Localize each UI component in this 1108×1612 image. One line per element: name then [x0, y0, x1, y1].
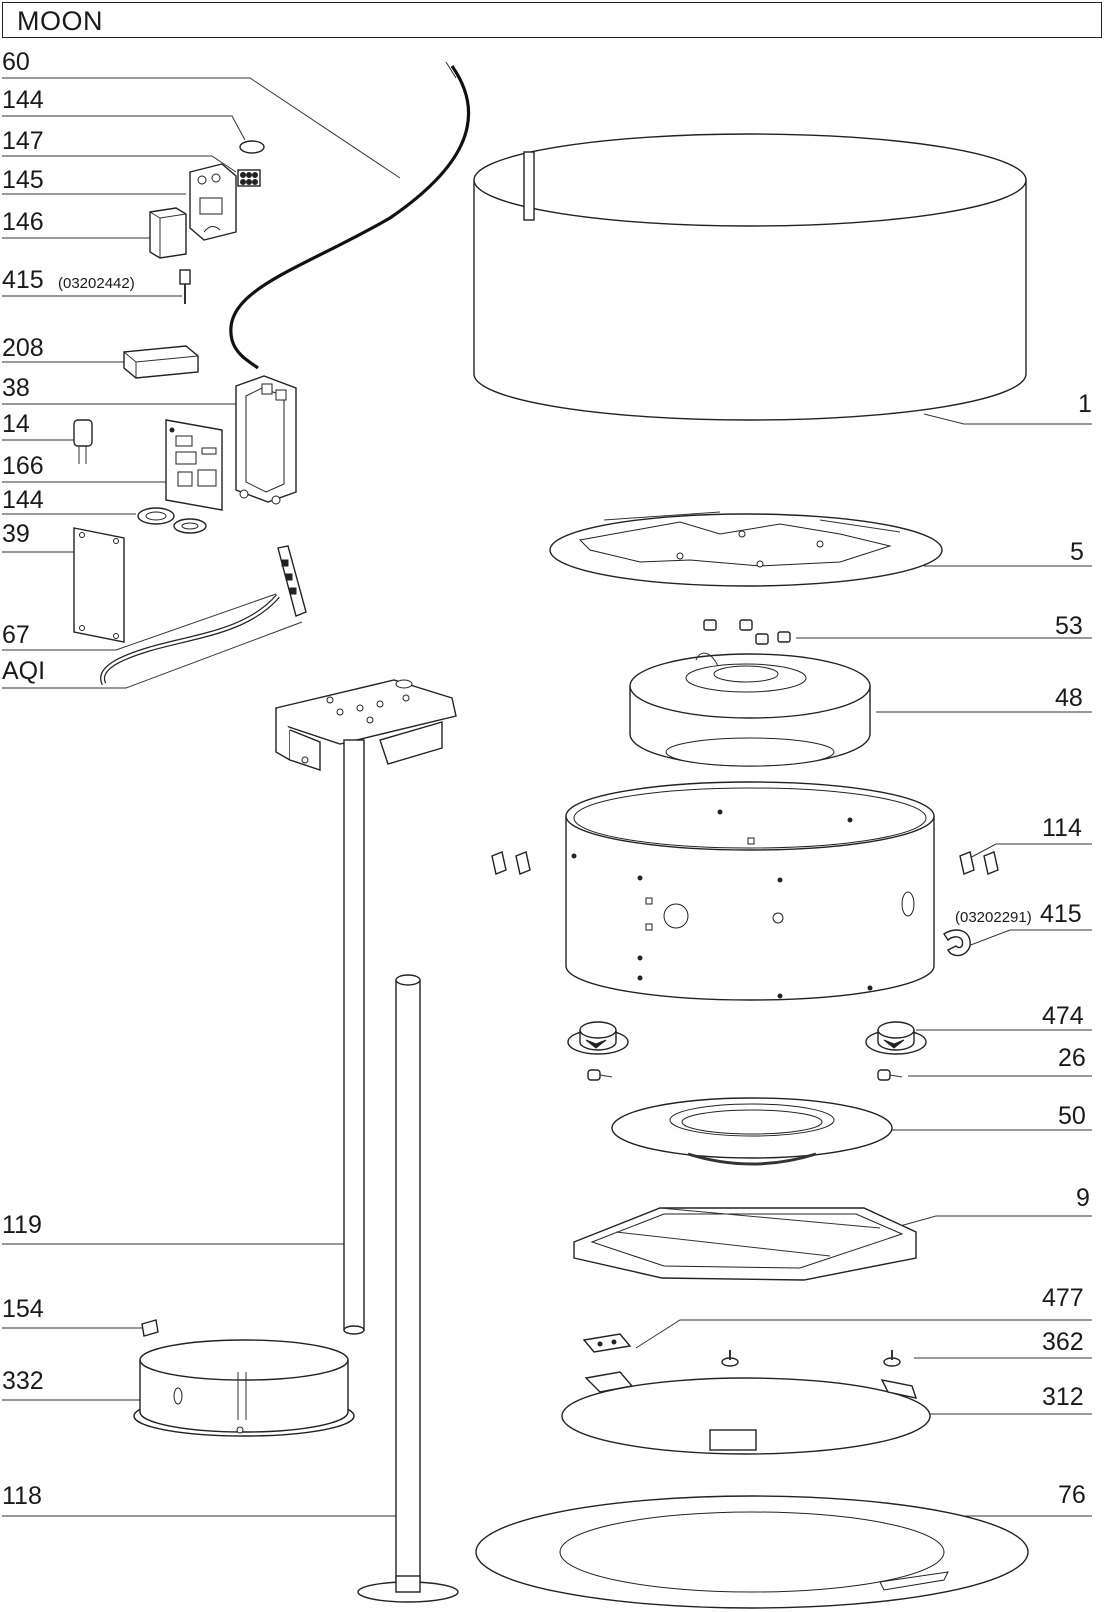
label-50: 50 [1058, 1102, 1086, 1130]
part-1-shell [473, 133, 1027, 421]
part-415-clip-right [943, 929, 971, 957]
label-415-left-code: (03202442) [58, 275, 135, 292]
leader-147 [2, 155, 237, 173]
part-154-clip [141, 1319, 159, 1337]
label-60: 60 [2, 48, 30, 76]
label-144-top: 144 [2, 86, 44, 114]
part-48-motor [629, 652, 871, 767]
part-144-gasket-b-inner [181, 522, 199, 530]
part-aqi-sensor [277, 545, 307, 617]
leader-aqi [2, 621, 303, 689]
label-53: 53 [1055, 612, 1083, 640]
label-208: 208 [2, 334, 44, 362]
part-114-clips-right [959, 851, 999, 875]
right-labels: 1 5 53 48 114 (03202291) 415 474 26 50 9… [635, 390, 1092, 1517]
part-474-lamp-left [567, 1021, 629, 1055]
part-26-bulb-right [877, 1069, 903, 1081]
part-415-connector-left [179, 269, 191, 304]
label-477: 477 [1042, 1284, 1084, 1312]
part-144-gasket-top [239, 140, 265, 154]
leader-114 [965, 843, 1092, 861]
part-474-lamp-right [865, 1021, 927, 1055]
part-5-ring [549, 511, 943, 587]
leader-1 [923, 413, 1092, 425]
label-1: 1 [1078, 390, 1092, 418]
label-145: 145 [2, 166, 44, 194]
part-39-panel [73, 527, 125, 643]
leader-144-top [2, 115, 246, 141]
part-60-cable-tip-top [445, 61, 457, 79]
label-aqi: AQI [2, 657, 45, 685]
label-39: 39 [2, 520, 30, 548]
label-144-bottom: 144 [2, 486, 44, 514]
leader-415-right [967, 929, 1092, 947]
part-76-trim [475, 1495, 1029, 1609]
part-362-knob-right [883, 1350, 901, 1367]
label-26: 26 [1058, 1044, 1086, 1072]
label-332: 332 [2, 1367, 44, 1395]
label-5: 5 [1070, 538, 1084, 566]
part-119-pole [343, 739, 365, 1335]
leader-477 [635, 1319, 1092, 1349]
part-362-knob-left [721, 1350, 739, 1367]
label-118: 118 [2, 1482, 42, 1510]
label-38: 38 [2, 374, 30, 402]
label-76: 76 [1058, 1481, 1086, 1509]
label-146: 146 [2, 208, 44, 236]
part-50-blower [611, 1097, 893, 1166]
part-147-terminal [237, 169, 261, 187]
label-14: 14 [2, 410, 30, 438]
label-147: 147 [2, 127, 44, 155]
title-box: MOON [2, 2, 1102, 38]
label-166: 166 [2, 452, 44, 480]
part-477-hinge [582, 1333, 632, 1353]
part-26-bulb-left [587, 1069, 613, 1081]
part-166-pcb [165, 419, 223, 511]
leader-60 [2, 77, 401, 179]
label-474: 474 [1042, 1002, 1084, 1030]
leader-9 [899, 1215, 1092, 1227]
label-119: 119 [2, 1211, 42, 1239]
part-main-housing [565, 781, 935, 1001]
part-145-bracket [189, 163, 237, 241]
part-67-cable-inner [101, 595, 279, 685]
part-208-bar [123, 345, 199, 379]
part-114-clips-left [491, 851, 531, 875]
label-48: 48 [1055, 684, 1083, 712]
part-312-panel [561, 1371, 931, 1455]
part-146-box [149, 207, 187, 259]
part-14-capacitor [73, 419, 93, 464]
part-332-collar [133, 1339, 355, 1437]
part-53-dampers [703, 619, 791, 645]
label-415-left: 415 [2, 266, 44, 294]
part-118-pole [357, 974, 459, 1603]
part-60-cable [229, 65, 471, 370]
label-114: 114 [1042, 814, 1082, 842]
label-312: 312 [1042, 1383, 1084, 1411]
label-362: 362 [1042, 1328, 1084, 1356]
part-144-gasket-a-inner [145, 511, 167, 521]
part-mounting-plate [275, 679, 457, 771]
label-154: 154 [2, 1295, 44, 1323]
diagram-title: MOON [17, 6, 103, 36]
part-38-housing [235, 375, 297, 505]
label-9: 9 [1076, 1184, 1090, 1212]
label-415-right-code: (03202291) [955, 909, 1032, 926]
label-415-right: 415 [1040, 900, 1082, 928]
label-67: 67 [2, 621, 30, 649]
part-9-filter [573, 1207, 917, 1281]
leader-67 [2, 593, 277, 651]
left-labels: 60 144 147 145 146 415 (03202442) 208 38… [2, 48, 401, 1517]
